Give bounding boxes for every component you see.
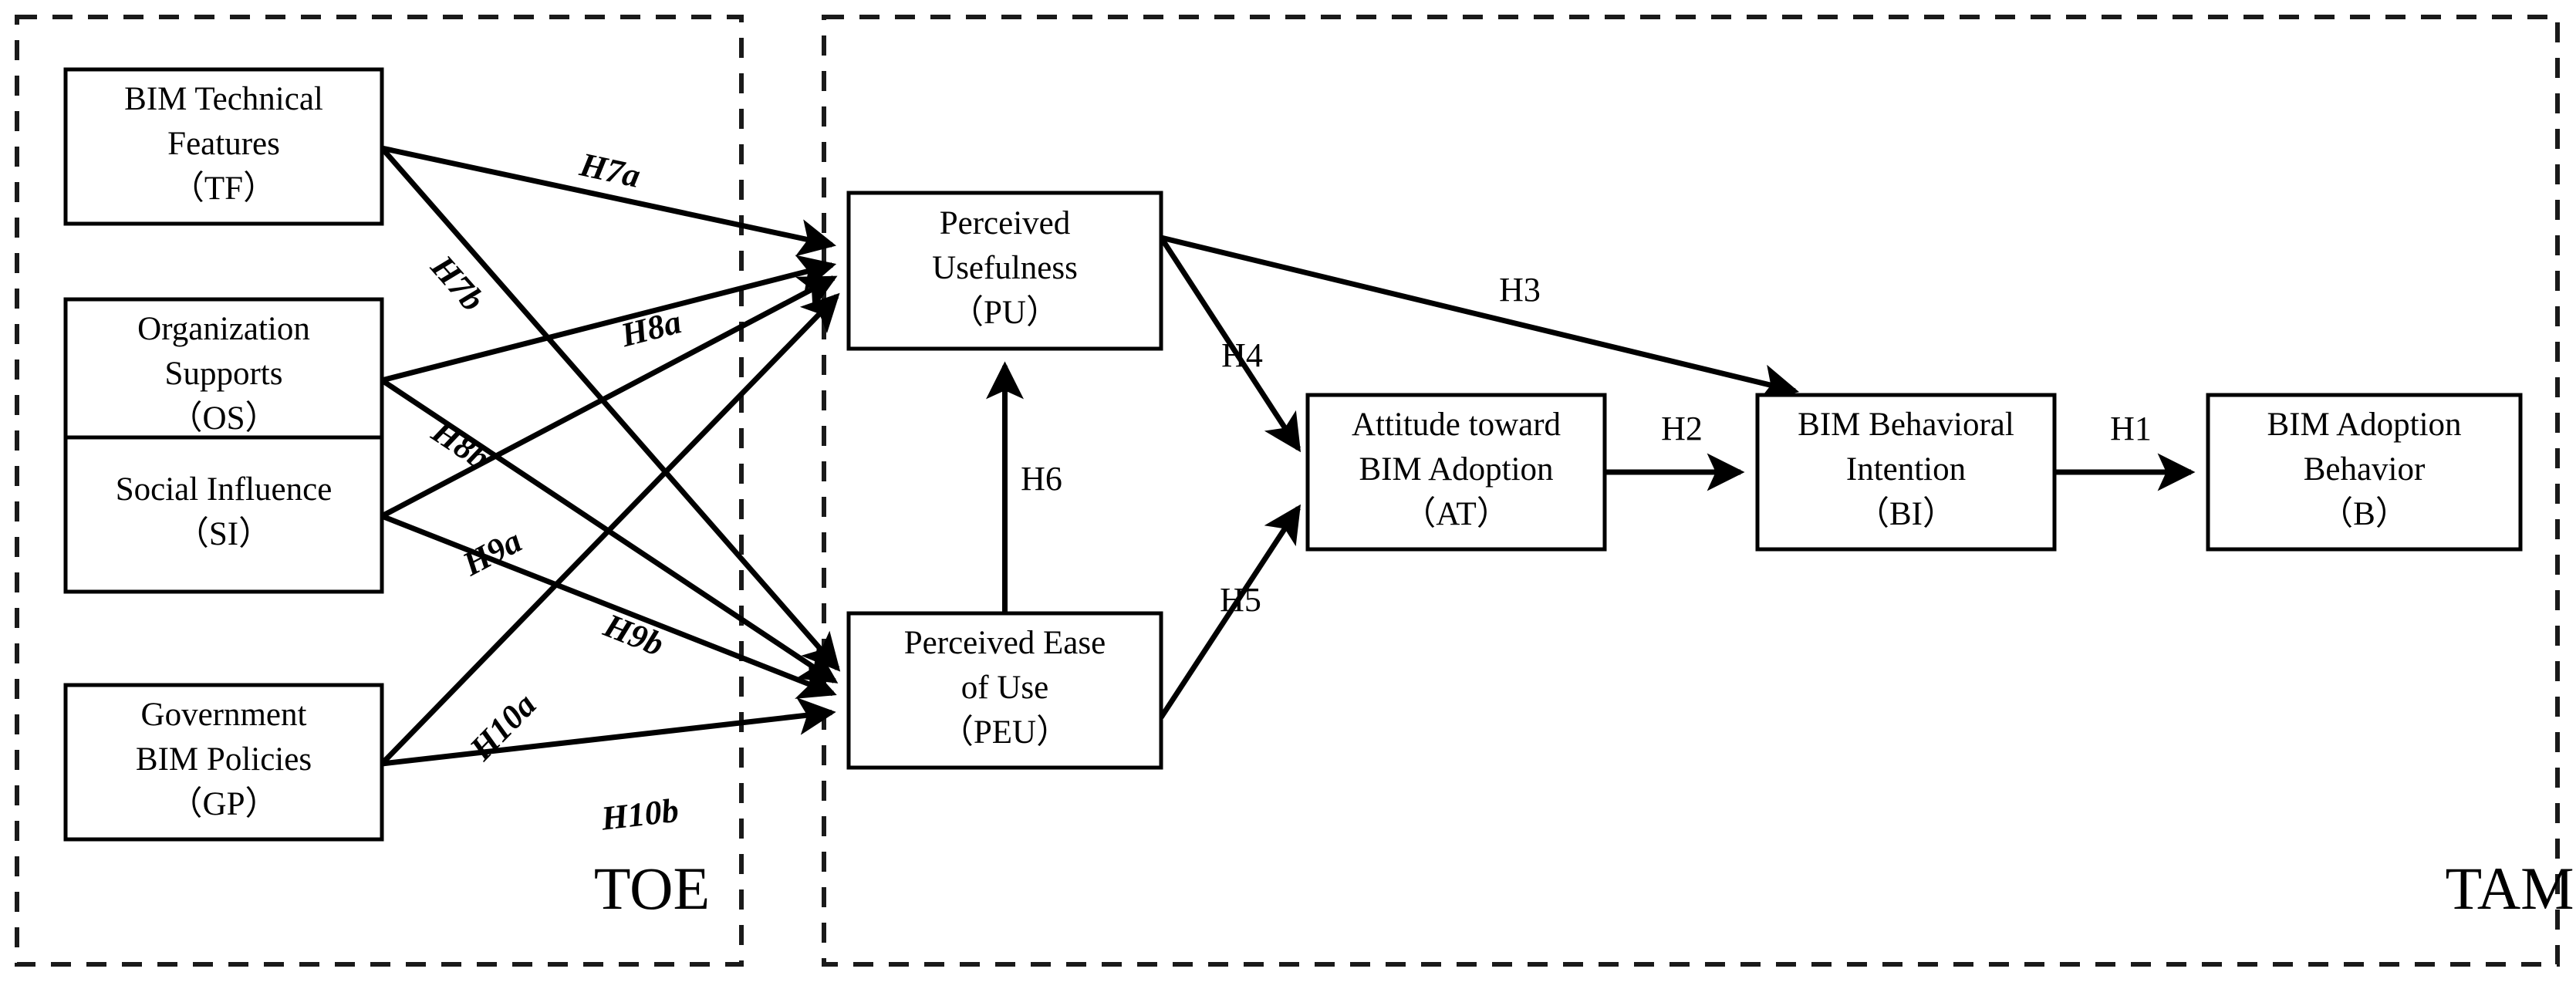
edge-label-h10b: H10b — [599, 792, 680, 838]
node-box-at[interactable] — [1305, 393, 1607, 552]
edge-h5-peu-to-at — [1159, 504, 1302, 719]
framework-boundary-tam — [822, 15, 2560, 967]
edge-label-h2: H2 — [1661, 410, 1703, 447]
framework-boundary-toe — [15, 15, 744, 967]
edge-h9a-si-to-pu — [380, 275, 838, 519]
node-label-os-line1: Organization — [137, 311, 310, 347]
node-box-bi[interactable] — [1755, 393, 2057, 552]
node-box-gp[interactable] — [63, 683, 384, 842]
edge-label-h3: H3 — [1499, 271, 1541, 309]
framework-label-toe: TOE — [594, 855, 710, 922]
node-box-b[interactable] — [2206, 393, 2523, 552]
node-box-pu[interactable] — [846, 191, 1163, 351]
edge-label-h6: H6 — [1021, 460, 1062, 498]
node-label-si-line1: Social Influence — [116, 471, 333, 508]
edge-h7a-tf-to-pu — [381, 145, 836, 257]
edge-label-h4: H4 — [1221, 336, 1263, 374]
edge-h10b-gp-to-peu — [381, 697, 836, 767]
node-label-bi-line1: BIM Behavioral — [1798, 407, 2014, 443]
node-label-gp-line1: Government — [141, 697, 307, 733]
hypothesis-edges — [380, 145, 2196, 767]
node-label-gp-line3: （GP） — [170, 786, 279, 822]
edge-label-h9a: H9a — [456, 522, 528, 583]
node-label-peu-line1: Perceived Ease — [904, 625, 1106, 661]
edge-label-h5: H5 — [1220, 581, 1261, 619]
node-label-os-line3: （OS） — [170, 400, 279, 437]
node-box-os[interactable] — [63, 297, 384, 456]
node-label-peu-line2: of Use — [961, 670, 1048, 706]
edge-label-h7a: H7a — [576, 145, 644, 195]
node-label-b-line2: Behavior — [2304, 451, 2426, 488]
node-label-gp-line2: BIM Policies — [136, 741, 312, 778]
framework-label-tam: TAM — [2445, 855, 2574, 922]
edge-label-h1: H1 — [2110, 410, 2152, 447]
node-label-at-line3: （AT） — [1403, 496, 1510, 532]
node-label-bi-line2: Intention — [1846, 451, 1966, 488]
edge-h9b-si-to-peu — [380, 513, 837, 699]
edge-label-h8b: H8b — [424, 412, 496, 478]
edge-h3-pu-to-bi — [1160, 235, 1800, 402]
node-si[interactable]: Social Influence （SI） — [63, 435, 384, 594]
node-label-at-line2: BIM Adoption — [1359, 451, 1553, 488]
framework-group-labels: TOE TAM — [594, 855, 2574, 922]
node-box-peu[interactable] — [846, 611, 1163, 770]
node-label-bi-line3: （BI） — [1856, 496, 1956, 532]
node-peu[interactable]: Perceived Ease of Use （PEU） — [846, 611, 1163, 770]
node-label-b-line3: （B） — [2320, 496, 2409, 532]
edge-label-h9b: H9b — [598, 606, 669, 663]
edge-label-h8a: H8a — [616, 302, 685, 354]
edge-h7b-tf-to-peu — [380, 146, 841, 672]
edge-h8a-os-to-pu — [381, 255, 837, 383]
node-label-pu-line1: Perceived — [940, 205, 1071, 241]
node-box-si[interactable] — [63, 435, 384, 594]
node-label-tf-line1: BIM Technical — [124, 81, 323, 117]
node-label-pu-line3: （PU） — [950, 295, 1059, 331]
edge-h10a-gp-to-pu — [380, 292, 840, 766]
node-label-peu-line3: （PEU） — [940, 714, 1069, 751]
edge-h4-pu-to-at — [1159, 236, 1302, 453]
node-box-tf[interactable] — [63, 67, 384, 226]
node-label-tf-line2: Features — [167, 126, 280, 162]
node-label-os-line2: Supports — [165, 356, 283, 392]
node-label-tf-line3: （TF） — [171, 170, 276, 207]
node-label-at-line1: Attitude toward — [1352, 407, 1561, 443]
node-label-b-line1: BIM Adoption — [2267, 407, 2461, 443]
framework-groups — [15, 15, 2560, 967]
node-label-si-line2: （SI） — [176, 516, 272, 552]
node-label-pu-line2: Usefulness — [932, 250, 1078, 286]
